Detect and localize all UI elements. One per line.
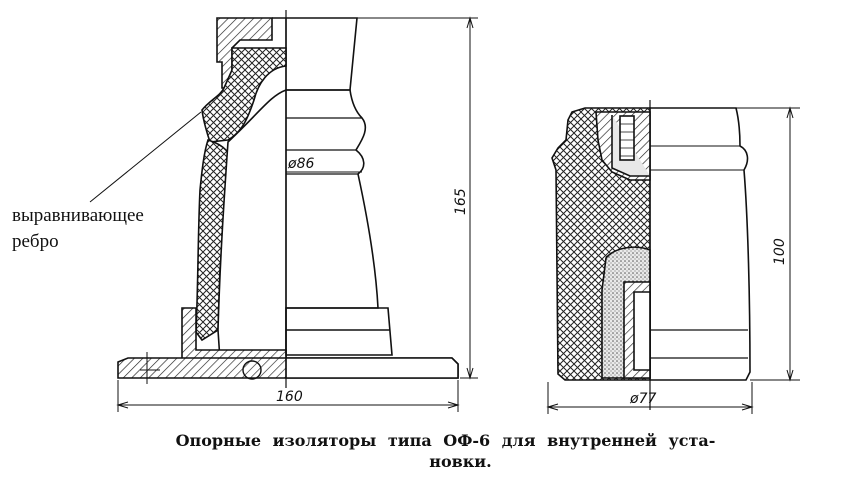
callout-line-1: выравнивающее: [12, 205, 144, 226]
right-insulator: [551, 100, 751, 410]
left-inner-cavity: [217, 88, 287, 361]
figure-caption: Опорные изоляторы типа ОФ-6 для внутренн…: [0, 430, 851, 472]
callout-leader: [89, 111, 202, 203]
right-body-view: [650, 107, 751, 381]
callout-label: выравнивающее ребро: [12, 203, 144, 255]
right-dimensions: [546, 106, 800, 414]
dim-height-left: 165: [453, 188, 469, 215]
left-body-view: [286, 89, 379, 309]
dim-height-right: 100: [772, 238, 788, 265]
caption-line-1: Опорные изоляторы типа ОФ-6 для внутренн…: [175, 431, 716, 450]
left-dimensions: [116, 16, 478, 412]
left-insulator: [117, 10, 459, 388]
callout-line-2: ребро: [12, 231, 59, 252]
left-porcelain-section: [201, 47, 287, 143]
dim-width-left: 160: [276, 389, 303, 405]
caption-line-2: новки.: [429, 452, 492, 471]
dim-diameter-left: ø86: [287, 156, 314, 172]
dim-diameter-right: ø77: [629, 391, 656, 407]
left-lower-flange-view: [285, 307, 393, 356]
